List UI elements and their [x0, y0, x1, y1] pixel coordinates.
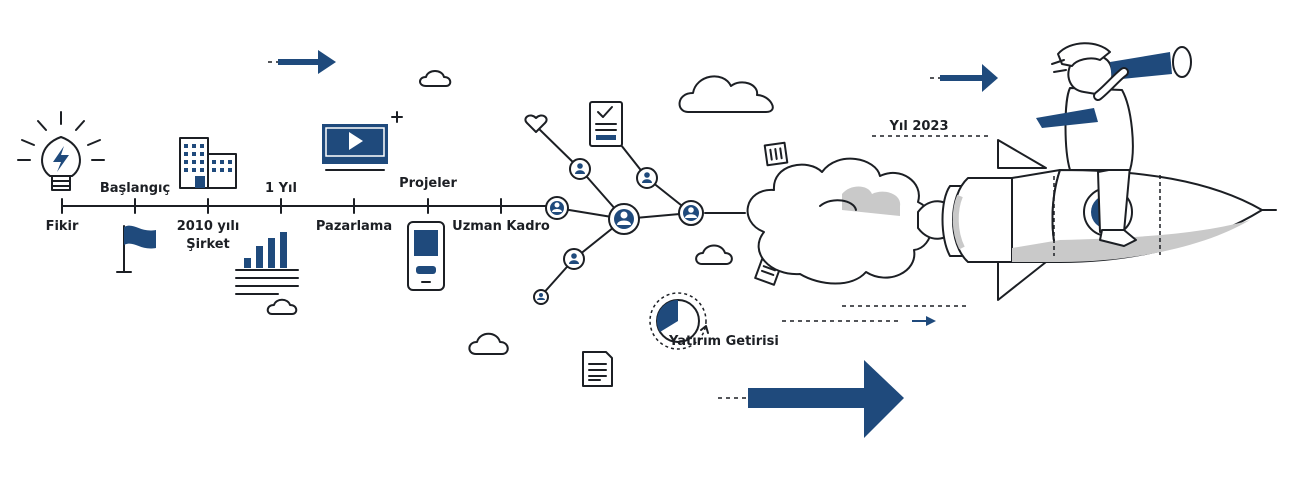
cloud-icon [695, 244, 733, 265]
label-sirket: Şirket [186, 237, 230, 252]
cloud-icon [678, 75, 774, 113]
label-projeler: Projeler [399, 176, 457, 191]
label-bir-yil: 1 Yıl [265, 181, 297, 196]
video-player-icon [322, 111, 403, 171]
network-node [608, 203, 640, 235]
building-icon [179, 137, 237, 189]
network-icon [533, 125, 746, 305]
network-node [678, 200, 704, 226]
network-node [563, 248, 585, 270]
businessman-with-telescope-icon [1036, 42, 1192, 247]
arrow-icon [930, 64, 998, 92]
pie-clock-icon [649, 292, 709, 350]
network-node [636, 167, 658, 189]
document-icon [763, 141, 789, 167]
timeline-axis [61, 198, 549, 214]
arrow-icon [268, 50, 336, 74]
smoke-cloud [746, 157, 933, 285]
cloud-icon [468, 332, 509, 355]
smartphone-icon [407, 221, 445, 291]
lightbulb-icon [17, 111, 105, 191]
arrow-icon [718, 360, 904, 438]
label-year-2023: Yıl 2023 [888, 119, 948, 134]
label-pazarlama: Pazarlama [316, 219, 392, 234]
network-node [533, 289, 549, 305]
heart-icon [524, 114, 548, 133]
cloud-icon [419, 70, 452, 87]
label-fikir: Fikir [46, 219, 79, 234]
label-yatirim-getirisi: Yatırım Getirisi [668, 334, 779, 349]
arrow-icon [912, 316, 936, 326]
label-sirket-year: 2010 yılı [177, 219, 240, 234]
network-node [545, 196, 569, 220]
network-node [569, 158, 591, 180]
label-baslangic: Başlangıç [100, 181, 170, 196]
document-icon [582, 351, 613, 387]
flag-icon [116, 225, 156, 273]
checklist-icon [589, 101, 623, 147]
label-uzman-kadro: Uzman Kadro [452, 219, 550, 234]
bar-chart-icon [235, 232, 299, 315]
